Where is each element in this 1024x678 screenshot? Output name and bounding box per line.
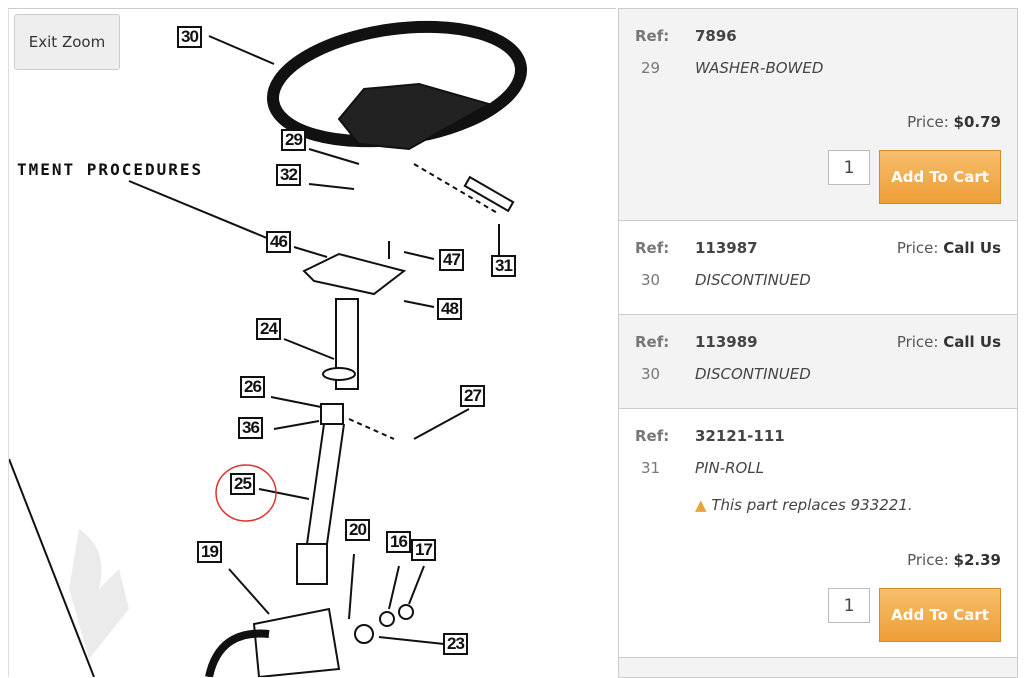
callout-31[interactable]: 31: [491, 255, 516, 277]
quantity-input[interactable]: 1: [828, 150, 870, 185]
callout-30[interactable]: 30: [177, 26, 202, 48]
part-description: WASHER-BOWED: [695, 59, 824, 77]
part-price: Price: Call Us: [897, 239, 1001, 257]
callout-26[interactable]: 26: [240, 376, 265, 398]
part-row: Ref: 32121-111 31 PIN-ROLL ▲ This part r…: [619, 409, 1017, 658]
part-ref[interactable]: 113987: [695, 239, 758, 257]
price-value: $0.79: [953, 113, 1001, 131]
part-description: DISCONTINUED: [695, 365, 811, 383]
warning-icon: ▲: [695, 496, 707, 514]
replacement-text: This part replaces 933221.: [711, 496, 913, 514]
diagram-drawing: [9, 20, 528, 677]
parts-list: Ref: 7896 29 WASHER-BOWED Price: $0.79 1…: [618, 8, 1018, 678]
part-ref[interactable]: 32121-111: [695, 427, 785, 445]
callout-19[interactable]: 19: [197, 541, 222, 563]
callout-16[interactable]: 16: [386, 531, 411, 553]
part-ref[interactable]: 113989: [695, 333, 758, 351]
part-price: Price: $2.39: [907, 551, 1001, 569]
ref-label: Ref:: [635, 333, 670, 351]
price-label: Price:: [896, 239, 939, 257]
callout-27[interactable]: 27: [460, 385, 485, 407]
part-ref[interactable]: 7896: [695, 27, 737, 45]
quantity-input[interactable]: 1: [828, 588, 870, 623]
callout-47[interactable]: 47: [439, 249, 464, 271]
parts-diagram[interactable]: TMENT PROCEDURES 30 29 32 46 47 31 48 24…: [8, 8, 616, 677]
part-row: Ref: 7896 29 WASHER-BOWED Price: $0.79 1…: [619, 9, 1017, 221]
price-value: $2.39: [953, 551, 1001, 569]
callout-48[interactable]: 48: [437, 298, 462, 320]
part-description: PIN-ROLL: [695, 459, 765, 477]
part-price: Price: Call Us: [897, 333, 1001, 351]
part-number: 31: [641, 459, 661, 477]
callout-24[interactable]: 24: [256, 318, 281, 340]
price-label: Price:: [907, 551, 949, 569]
part-row: Ref: 113989 Price: Call Us 30 DISCONTINU…: [619, 315, 1017, 409]
part-number: 29: [641, 59, 661, 77]
price-label: Price:: [896, 333, 939, 351]
part-price: Price: $0.79: [907, 113, 1001, 131]
replacement-note: ▲ This part replaces 933221.: [695, 496, 913, 514]
ref-label: Ref:: [635, 239, 670, 257]
ref-label: Ref:: [635, 27, 670, 45]
price-value: Call Us: [943, 239, 1001, 257]
part-row: Ref: 113987 Price: Call Us 30 DISCONTINU…: [619, 221, 1017, 315]
price-value: Call Us: [943, 333, 1001, 351]
add-to-cart-button[interactable]: Add To Cart: [879, 150, 1001, 204]
exit-zoom-button[interactable]: Exit Zoom: [14, 14, 120, 70]
ref-label: Ref:: [635, 427, 670, 445]
callout-20[interactable]: 20: [345, 519, 370, 541]
callout-25[interactable]: 25: [230, 473, 255, 495]
part-number: 30: [641, 271, 661, 289]
callout-29[interactable]: 29: [281, 129, 306, 151]
add-to-cart-button[interactable]: Add To Cart: [879, 588, 1001, 642]
price-label: Price:: [907, 113, 949, 131]
part-number: 30: [641, 365, 661, 383]
callout-36[interactable]: 36: [238, 417, 263, 439]
callout-46[interactable]: 46: [266, 231, 291, 253]
callout-32[interactable]: 32: [276, 164, 301, 186]
diagram-heading: TMENT PROCEDURES: [17, 160, 204, 179]
callout-23[interactable]: 23: [443, 633, 468, 655]
callout-17[interactable]: 17: [411, 539, 436, 561]
part-description: DISCONTINUED: [695, 271, 811, 289]
